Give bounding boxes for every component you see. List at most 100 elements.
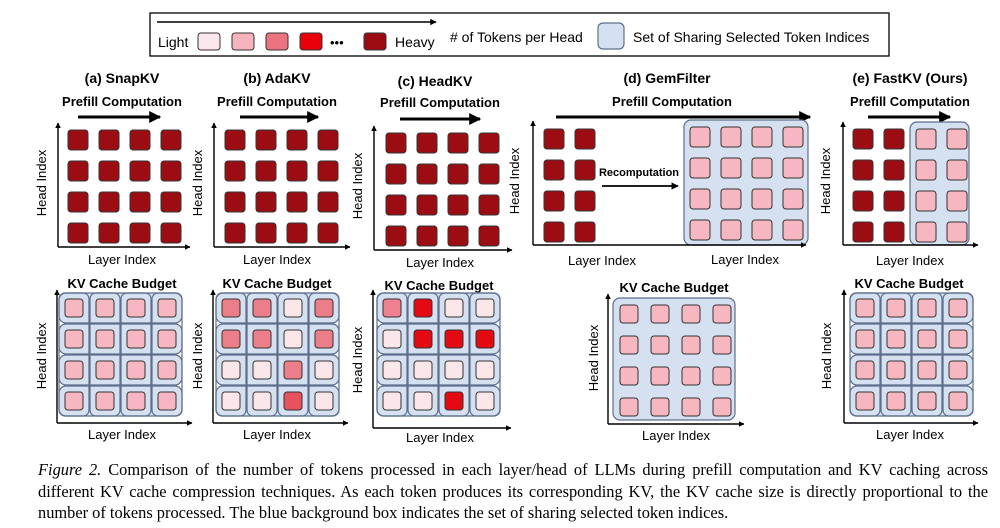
token-cell (543, 221, 565, 243)
token-cell (126, 298, 146, 318)
token-cell (475, 391, 495, 411)
token-cell (157, 360, 177, 380)
legend-heat-swatch (197, 32, 221, 51)
token-cell (712, 397, 732, 417)
token-cell (413, 360, 433, 380)
figure-caption: Figure 2. Comparison of the number of to… (38, 459, 988, 524)
y-axis-label: Head Index (350, 152, 365, 219)
legend-tokens-label: # of Tokens per Head (450, 29, 583, 45)
token-cell (98, 222, 120, 244)
token-cell (160, 129, 182, 151)
token-cell (681, 366, 701, 386)
kv-budget-label: KV Cache Budget (67, 276, 177, 291)
token-cell (619, 304, 639, 324)
x-axis-label: Layer Index (243, 252, 311, 267)
token-cell (385, 225, 407, 247)
kv-budget-label: KV Cache Budget (222, 276, 332, 291)
token-cell (915, 128, 937, 150)
token-cell (317, 160, 339, 182)
token-cell (385, 163, 407, 185)
token-cell (712, 366, 732, 386)
token-cell (782, 157, 804, 179)
token-cell (720, 188, 742, 210)
token-cell (852, 128, 874, 150)
token-cell (255, 222, 277, 244)
token-cell (689, 188, 711, 210)
token-cell (444, 329, 464, 349)
token-cell (650, 366, 670, 386)
token-cell (917, 298, 937, 318)
kv-budget-label: KV Cache Budget (854, 276, 964, 291)
token-cell (447, 132, 469, 154)
token-cell (67, 222, 89, 244)
y-axis-label: Head Index (350, 326, 365, 393)
x-axis-label: Layer Index (406, 255, 474, 270)
token-cell (720, 126, 742, 148)
token-cell (95, 329, 115, 349)
sharing-box (246, 292, 278, 417)
token-cell (751, 126, 773, 148)
token-cell (712, 304, 732, 324)
token-cell (852, 221, 874, 243)
x-axis-label: Layer Index (876, 253, 944, 268)
token-cell (413, 329, 433, 349)
token-cell (946, 128, 968, 150)
token-cell (855, 360, 875, 380)
token-cell (948, 298, 968, 318)
token-cell (413, 298, 433, 318)
token-cell (444, 298, 464, 318)
token-cell (382, 360, 402, 380)
token-cell (681, 304, 701, 324)
token-cell (720, 219, 742, 241)
token-cell (855, 391, 875, 411)
token-cell (574, 159, 596, 181)
token-cell (619, 335, 639, 355)
token-cell (543, 159, 565, 181)
token-cell (883, 159, 905, 181)
token-cell (444, 360, 464, 380)
token-cell (64, 298, 84, 318)
token-cell (157, 391, 177, 411)
legend-light-label: Light (158, 34, 188, 50)
token-cell (95, 391, 115, 411)
token-cell (574, 190, 596, 212)
title-snapkv: (a) SnapKV (85, 70, 160, 86)
sharing-box (376, 292, 408, 417)
token-cell (917, 360, 937, 380)
x-axis-label: Layer Index (88, 427, 156, 442)
sharing-box (120, 292, 152, 417)
legend-heat-swatch (265, 32, 289, 51)
token-cell (382, 391, 402, 411)
title-gemfilter: (d) GemFilter (623, 70, 711, 86)
x-axis-label: Layer Index (711, 252, 779, 267)
token-cell (475, 329, 495, 349)
prefill-label: Prefill Computation (850, 94, 970, 109)
token-cell (67, 160, 89, 182)
token-cell (221, 298, 241, 318)
token-cell (948, 360, 968, 380)
sharing-box (849, 292, 881, 417)
token-cell (543, 190, 565, 212)
token-cell (946, 159, 968, 181)
token-cell (751, 219, 773, 241)
token-cell (129, 160, 151, 182)
y-axis-label: Head Index (34, 322, 49, 389)
sharing-box (407, 292, 439, 417)
token-cell (751, 188, 773, 210)
token-cell (224, 160, 246, 182)
token-cell (478, 194, 500, 216)
y-axis-label: Head Index (190, 322, 205, 389)
sharing-box (469, 292, 501, 417)
token-cell (619, 366, 639, 386)
token-cell (948, 329, 968, 349)
legend-heat-swatch (363, 32, 387, 51)
token-cell (160, 191, 182, 213)
token-cell (946, 190, 968, 212)
token-cell (855, 329, 875, 349)
sharing-box (308, 292, 340, 417)
token-cell (915, 190, 937, 212)
token-cell (95, 360, 115, 380)
token-cell (224, 191, 246, 213)
token-cell (475, 298, 495, 318)
token-cell (444, 391, 464, 411)
